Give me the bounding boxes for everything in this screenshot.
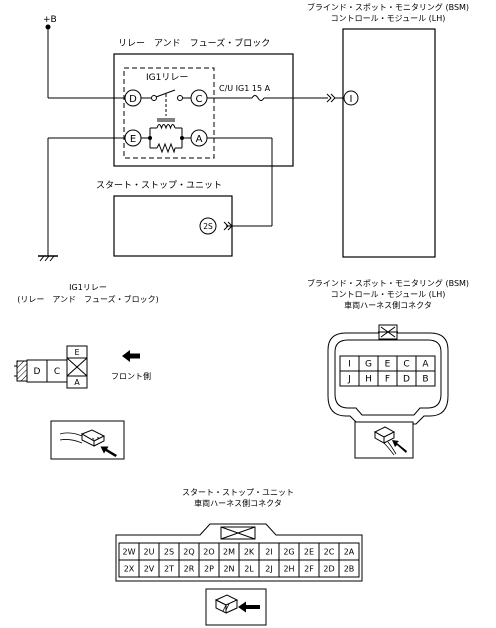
connector-pin-label: 2F bbox=[304, 564, 314, 573]
power-label: +B bbox=[43, 15, 57, 25]
connector-pin-label: A bbox=[422, 360, 429, 370]
connector-pin-label: 2X bbox=[124, 564, 135, 573]
connector-pin-label: C bbox=[403, 360, 409, 370]
relay-conn-title-line2: (リレー アンド フューズ・ブロック) bbox=[17, 294, 159, 304]
relay-coil bbox=[156, 124, 176, 130]
terminal-2s-label: 2S bbox=[203, 222, 213, 231]
terminal-d-label: D bbox=[129, 94, 137, 105]
connector-pin-label: 2G bbox=[283, 547, 294, 556]
connector-pin-label: H bbox=[365, 375, 372, 385]
ssu-conn-title-line2: 車両ハーネス側コネクタ bbox=[194, 498, 282, 508]
ig1-relay-outline bbox=[123, 67, 215, 159]
connector-pin-label: D bbox=[403, 375, 410, 385]
terminal-i bbox=[343, 90, 359, 106]
terminal-c-label: C bbox=[196, 94, 203, 105]
connector-pin-label: 2K bbox=[244, 547, 255, 556]
connector-pin-label: 2L bbox=[244, 564, 254, 573]
connector-pin-label: 2H bbox=[283, 564, 294, 573]
bsm-conn-title-line2: コントロール・モジュール (LH) bbox=[331, 290, 446, 299]
connector-pin-label: 2P bbox=[204, 564, 214, 573]
terminal-a-label: A bbox=[196, 134, 203, 145]
relay-conn-pin-c: C bbox=[54, 367, 60, 377]
relay-conn-pin-e: E bbox=[74, 348, 79, 357]
bsm-connector-thumbnail bbox=[354, 421, 414, 459]
connector-pin-label: 2I bbox=[265, 547, 272, 556]
connector-pin-label: 2T bbox=[164, 564, 174, 573]
connector-pin-label: 2U bbox=[144, 547, 155, 556]
ssu-connector-thumbnail bbox=[205, 588, 267, 626]
relay-conn-pin-a: A bbox=[74, 378, 80, 387]
connector-pin-label: 2Q bbox=[183, 547, 194, 556]
bsm-connector-pins: I G E C A J H F D B bbox=[339, 355, 436, 387]
connector-pin-label: 2O bbox=[203, 547, 214, 556]
fuse-symbol bbox=[251, 95, 265, 101]
front-arrow-icon bbox=[122, 350, 140, 362]
fuse-label: C/U IG1 15 A bbox=[219, 84, 271, 93]
relay-switch-arm bbox=[155, 89, 176, 98]
bsm-title-line1: ブラインド・スポット・モニタリング (BSM) bbox=[307, 2, 469, 12]
bsm-conn-title-line3: 車両ハーネス側コネクタ bbox=[344, 300, 432, 310]
bsm-title-line2: コントロール・モジュール (LH) bbox=[331, 14, 446, 23]
relay-connector-thumbnail bbox=[50, 420, 125, 460]
relay-contact-right bbox=[177, 95, 183, 101]
front-label: フロント側 bbox=[111, 371, 151, 381]
connector-arrow-i bbox=[326, 93, 336, 103]
start-stop-unit-box bbox=[113, 195, 233, 257]
bsm-conn-title-line1: ブラインド・スポット・モニタリング (BSM) bbox=[307, 278, 469, 288]
relay-contact-left bbox=[151, 95, 157, 101]
insert-arrow-icon bbox=[392, 440, 407, 453]
relay-resistor bbox=[156, 142, 176, 154]
ssu-connector-pins: 2W 2U 2S 2Q 2O 2M 2K 2I 2G 2E 2C 2A 2X 2V 2T 2R 2P 2N 2L 2J… bbox=[118, 542, 360, 578]
connector-pin-label: 2N bbox=[223, 564, 234, 573]
connector-pin-cell bbox=[338, 559, 360, 578]
connector-pin-label: 2J bbox=[265, 564, 272, 573]
terminal-e-label: E bbox=[130, 134, 136, 145]
ssu-conn-title-line1: スタート・ストップ・ユニット bbox=[182, 488, 294, 497]
connector-pin-label: 2R bbox=[184, 564, 195, 573]
relay-conn-pin-d: D bbox=[34, 367, 41, 377]
connector-pin-label: 2D bbox=[323, 564, 334, 573]
connector-pin-label: G bbox=[365, 360, 372, 370]
connector-pin-label: 2C bbox=[324, 547, 335, 556]
connector-pin-label: E bbox=[385, 360, 391, 370]
connector-pin-label: B bbox=[422, 375, 428, 385]
insert-arrow-icon bbox=[238, 601, 260, 613]
connector-pin-label: 2S bbox=[164, 547, 174, 556]
connector-pin-cell bbox=[415, 370, 436, 387]
relay-fuse-block bbox=[113, 53, 294, 167]
terminal-i-label: I bbox=[350, 94, 353, 105]
connector-pin-label: 2B bbox=[344, 564, 355, 573]
connector-pin-label: 2A bbox=[344, 547, 355, 556]
relay-conn-title-line1: IG1リレー bbox=[69, 283, 107, 292]
relay-label: IG1リレー bbox=[146, 73, 188, 83]
connector-pin-label: 2V bbox=[144, 564, 155, 573]
insert-arrow-icon bbox=[100, 446, 117, 457]
connector-pin-label: J bbox=[347, 375, 351, 385]
connector-pin-label: 2E bbox=[304, 547, 314, 556]
connector-pin-label: F bbox=[385, 375, 390, 385]
terminal-2s bbox=[199, 217, 217, 235]
ssu-title: スタート・ストップ・ユニット bbox=[96, 180, 222, 191]
relay-block-title: リレー アンド フューズ・ブロック bbox=[118, 37, 270, 49]
connector-pin-label: 2W bbox=[123, 547, 136, 556]
bsm-module-box bbox=[342, 28, 436, 258]
connector-pin-label: I bbox=[348, 360, 351, 370]
connector-pin-label: 2M bbox=[223, 547, 235, 556]
